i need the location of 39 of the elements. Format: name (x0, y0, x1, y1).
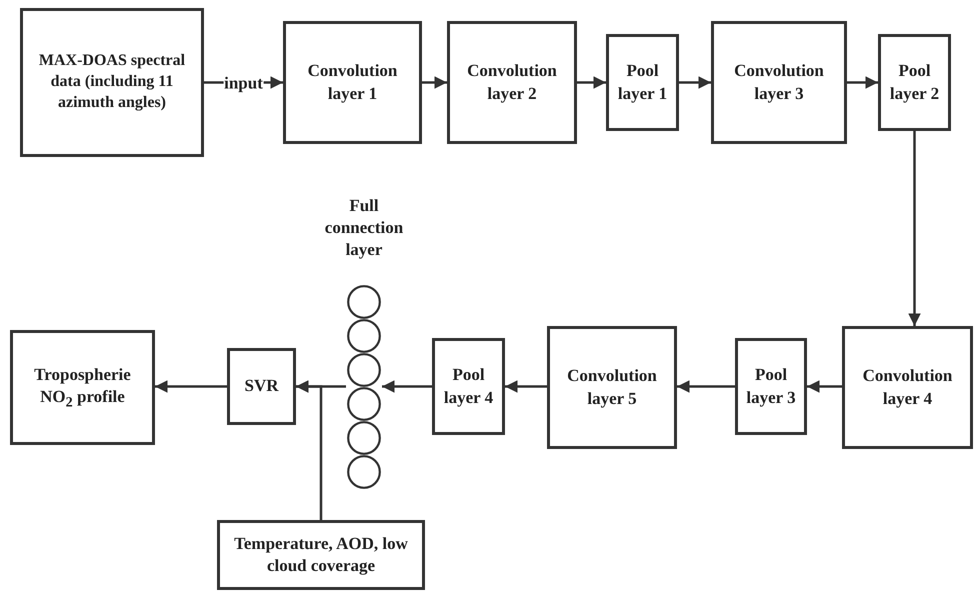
process-box (878, 34, 951, 131)
process-box (227, 348, 296, 425)
arrow (807, 380, 842, 393)
box-label: MAX-DOAS spectral data (including 11 azimuth angles) (38, 51, 186, 113)
arrow (422, 76, 447, 89)
process-box (547, 326, 677, 449)
process-box (735, 338, 807, 435)
box-label: Convolution layer 5 (566, 365, 658, 410)
box-label: Temperature, AOD, low cloud coverage (233, 532, 409, 577)
box-label: Convolution layer 3 (733, 60, 825, 105)
arrow (155, 380, 227, 393)
process-box (606, 34, 679, 131)
process-box (217, 520, 425, 590)
arrow (505, 380, 547, 393)
arrow (847, 76, 878, 89)
box-label: Pool layer 3 (745, 364, 797, 409)
arrow (679, 76, 711, 89)
process-box (283, 21, 422, 144)
process-box (842, 326, 973, 449)
process-box (432, 338, 505, 435)
box-label: Pool layer 1 (616, 60, 668, 105)
process-box (10, 330, 155, 445)
box-label: Pool layer 2 (888, 60, 940, 105)
arrow (908, 131, 921, 326)
box-label: Pool layer 4 (442, 364, 494, 409)
arrow (296, 380, 322, 520)
process-box (711, 21, 847, 144)
arrow (577, 76, 606, 89)
box-label: Convolution layer 4 (862, 365, 954, 410)
process-box (20, 8, 204, 157)
box-label: Tropospherie NO$_{2}$ profile (33, 364, 132, 412)
box-label: Convolution layer 1 (306, 60, 398, 105)
box-label: SVR (244, 375, 278, 398)
layer-heading: Full connection layer (324, 195, 404, 262)
box-label: Convolution layer 2 (466, 60, 558, 105)
edge-label: input (223, 74, 264, 91)
process-box (447, 21, 577, 144)
arrow (382, 380, 432, 393)
arrow (677, 380, 735, 393)
